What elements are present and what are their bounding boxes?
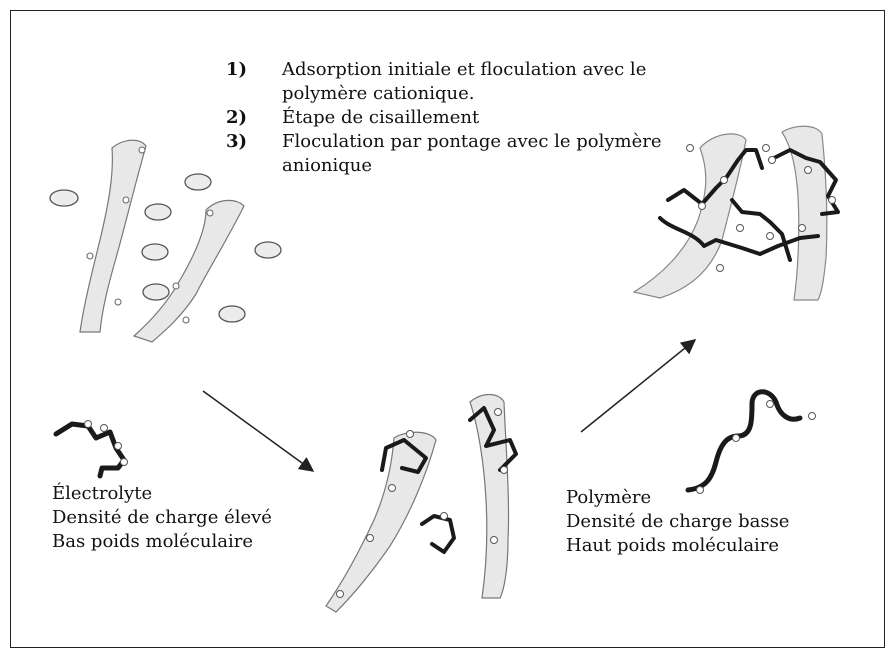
particle	[145, 204, 171, 220]
stage-1-particles	[50, 174, 281, 322]
particle	[143, 284, 169, 300]
stage-2-fibers	[326, 395, 509, 613]
electrolyte-molecule	[56, 421, 128, 477]
particle	[142, 244, 168, 260]
anionic-polymer-molecule	[688, 392, 816, 494]
fiber	[326, 432, 436, 612]
arrow-stage1-to-stage2	[203, 391, 313, 471]
fiber	[80, 140, 146, 332]
fiber	[634, 134, 746, 298]
arrow-stage2-to-stage3	[581, 340, 695, 432]
particle	[50, 190, 78, 206]
particle	[185, 174, 211, 190]
particle	[255, 242, 281, 258]
fiber	[470, 395, 509, 599]
particle	[219, 306, 245, 322]
